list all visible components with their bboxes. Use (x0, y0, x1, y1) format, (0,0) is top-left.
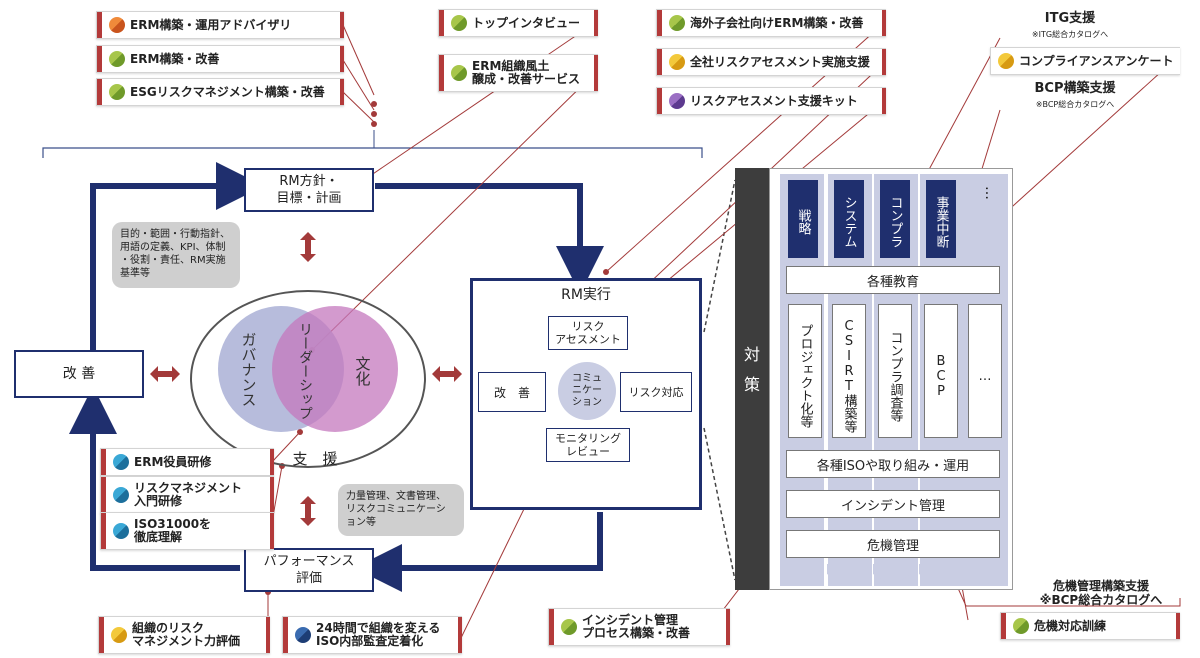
service-icon (113, 454, 129, 470)
category-strategy: 戦略 (788, 180, 818, 258)
cycle-arrow-left (69, 386, 240, 571)
education-bar: 各種教育 (786, 266, 1000, 294)
service-icon (669, 15, 685, 31)
culture-circle (272, 306, 398, 432)
category-more: … (982, 186, 998, 200)
service-icon (109, 51, 125, 67)
service-erm-culture[interactable]: ERM組織風土 醸成・改善サービス (438, 54, 598, 92)
service-crisis-drill[interactable]: 危機対応訓練 (1000, 612, 1180, 640)
iso-bar: 各種ISOや取り組み・運用 (786, 450, 1000, 478)
category-compliance: コンプラ (880, 180, 910, 258)
crisis-bar: 危機管理 (786, 530, 1000, 558)
crisis-support-title[interactable]: 危機管理構築支援 (1052, 579, 1149, 593)
service-icon (451, 65, 467, 81)
incident-bar: インシデント管理 (786, 490, 1000, 518)
risk-response-box: リスク対応 (620, 372, 692, 412)
service-icon (669, 93, 685, 109)
performance-box: パフォーマンス 評価 (244, 548, 374, 592)
service-icon (113, 487, 129, 503)
bcp-title[interactable]: BCP構築支援 (1034, 81, 1116, 96)
itg-note: ※ITG総合カタログへ (1031, 30, 1109, 39)
service-icon (451, 15, 467, 31)
service-icon (111, 627, 127, 643)
service-iso31000[interactable]: ISO31000を 徹底理解 (100, 512, 274, 550)
service-erm-build[interactable]: ERM構築・改善 (96, 45, 344, 73)
service-iso-audit[interactable]: 24時間で組織を変える ISO内部監査定着化 (282, 616, 462, 654)
service-incident-process[interactable]: インシデント管理 プロセス構築・改善 (548, 608, 730, 646)
service-rm-capability[interactable]: 組織のリスク マネジメント力評価 (98, 616, 270, 654)
col-compliance-survey: コンプラ調査等 (878, 304, 912, 438)
governance-label: ガバナンス (239, 332, 258, 407)
service-overseas-erm[interactable]: 海外子会社向けERM構築・改善 (656, 9, 886, 37)
chevrons (781, 564, 1003, 586)
col-csirt: CSIRT構築等 (832, 304, 866, 438)
rm-policy-box: RM方針・ 目標・計画 (244, 168, 374, 212)
service-ra-kit[interactable]: リスクアセスメント支援キット (656, 87, 886, 115)
category-business-interruption: 事業中断 (926, 180, 956, 258)
category-system: システム (834, 180, 864, 258)
cycle-arrow-top (90, 162, 264, 350)
support-label: 支 援 (292, 450, 338, 468)
risk-assessment-box: リスク アセスメント (548, 316, 628, 350)
col-bcp: BCP (924, 304, 958, 438)
service-icon (109, 17, 125, 33)
top-bracket (42, 147, 703, 158)
service-icon (1013, 618, 1029, 634)
rm-execution-title: RM実行 (561, 287, 611, 303)
cycle-arrow-right (375, 183, 604, 294)
cycle-arrow-bottom (354, 512, 603, 592)
crisis-support-note: ※BCP総合カタログへ (1039, 593, 1163, 607)
service-erm-advisory[interactable]: ERM構築・運用アドバイザリ (96, 11, 344, 39)
inner-improve-box: 改 善 (478, 372, 546, 412)
monitoring-box: モニタリング レビュー (546, 428, 630, 462)
service-rm-intro-training[interactable]: リスクマネジメント 入門研修 (100, 476, 274, 514)
service-icon (561, 619, 577, 635)
service-esg-rm[interactable]: ESGリスクマネジメント構築・改善 (96, 78, 344, 106)
venn-outer-ellipse (190, 290, 426, 468)
service-icon (109, 84, 125, 100)
col-project: プロジェクト化等 (788, 304, 822, 438)
service-icon (113, 523, 129, 539)
measures-side-label: 対 策 (743, 345, 760, 394)
service-top-interview[interactable]: トップインタビュー (438, 9, 598, 37)
leadership-label: リーダーシップ (297, 322, 313, 420)
measures-side-panel (735, 168, 769, 590)
policy-note: 目的・範囲・行動指針、 用語の定義、KPI、体制 ・役割・責任、RM実施 基準等 (112, 222, 240, 288)
service-icon (998, 53, 1014, 69)
service-icon (295, 627, 311, 643)
culture-label: 文化 (353, 356, 372, 386)
support-note: 力量管理、文書管理、 リスクコミュニケーシ ョン等 (338, 484, 464, 536)
service-icon (669, 54, 685, 70)
service-erm-exec-training[interactable]: ERM役員研修 (100, 448, 274, 476)
improve-box: 改 善 (14, 350, 144, 398)
bcp-note: ※BCP総合カタログへ (1035, 100, 1115, 109)
itg-title[interactable]: ITG支援 (1044, 11, 1096, 26)
col-more: … (968, 304, 1002, 438)
service-compliance-survey[interactable]: コンプライアンスアンケート (990, 47, 1180, 75)
service-risk-assessment[interactable]: 全社リスクアセスメント実施支援 (656, 48, 886, 76)
communication-circle: コミュ ニケー ション (558, 362, 616, 420)
